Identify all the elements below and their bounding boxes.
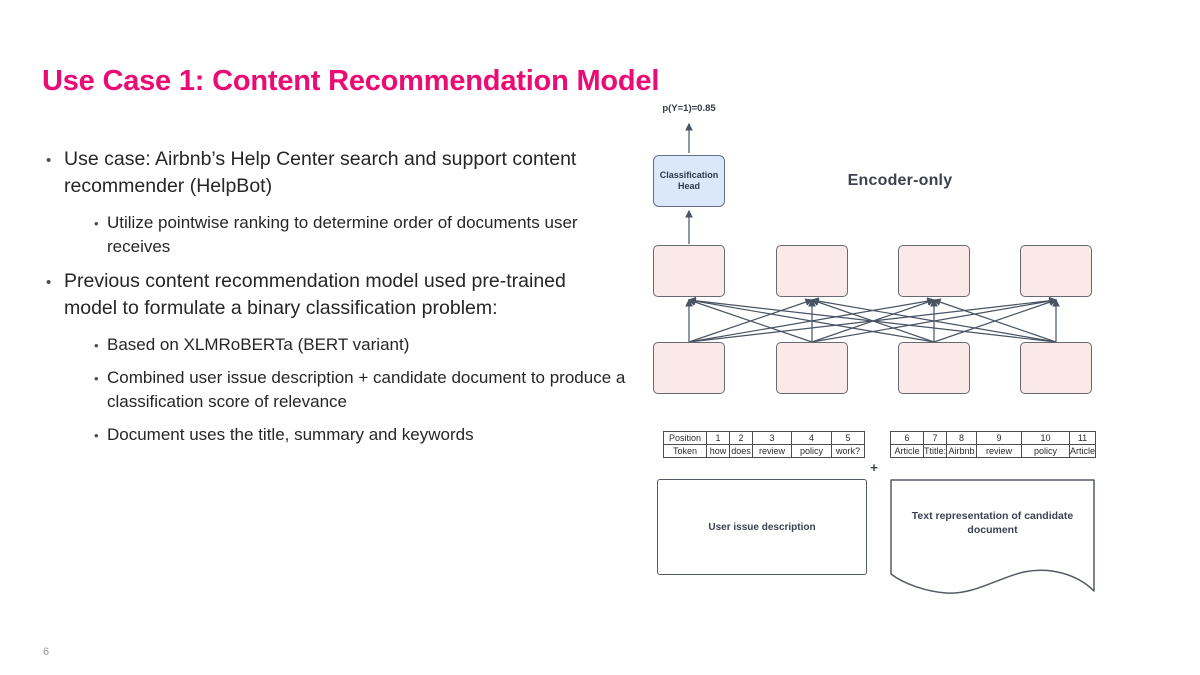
- classification-head-box: Classification Head: [653, 155, 725, 207]
- user-issue-description-box: User issue description: [657, 479, 867, 575]
- table-cell: Article: [890, 444, 924, 458]
- encoder-input-box-1: [653, 342, 725, 394]
- table-cell: 2: [729, 431, 753, 445]
- table-cell: how: [706, 444, 730, 458]
- bullet-list: Use case: Airbnb’s Help Center search an…: [42, 146, 627, 456]
- candidate-document-label: Text representation of candidate documen…: [911, 510, 1074, 536]
- encoder-output-box-2: [776, 245, 848, 297]
- table-cell: 6: [890, 431, 924, 445]
- table-row: 6 7 8 9 10 11: [890, 431, 1097, 445]
- table-cell: does: [729, 444, 753, 458]
- bullet-combined-description: Combined user issue description + candid…: [90, 366, 627, 414]
- encoder-output-box-4: [1020, 245, 1092, 297]
- candidate-document-shape: Text representation of candidate documen…: [890, 479, 1095, 597]
- table-cell: policy: [1021, 444, 1071, 458]
- table-cell: review: [976, 444, 1023, 458]
- table-cell: Ttitle:: [922, 444, 948, 458]
- table-cell: work?: [831, 444, 865, 458]
- table-cell: Token: [663, 444, 707, 458]
- encoder-input-box-4: [1020, 342, 1092, 394]
- table-cell: 7: [922, 431, 948, 445]
- document-token-table: 6 7 8 9 10 11 Article Ttitle: Airbnb rev…: [890, 431, 1097, 458]
- bullet-document-fields: Document uses the title, summary and key…: [90, 423, 627, 448]
- table-cell: 8: [946, 431, 978, 445]
- table-row: Article Ttitle: Airbnb review policy Art…: [890, 444, 1097, 458]
- page-number: 6: [43, 646, 50, 658]
- encoder-output-box-3: [898, 245, 970, 297]
- encoder-only-label: Encoder-only: [847, 172, 953, 189]
- bullet-previous-model: Previous content recommendation model us…: [42, 268, 609, 322]
- table-cell: 11: [1069, 431, 1097, 445]
- table-cell: 5: [831, 431, 865, 445]
- plus-operator: +: [870, 460, 878, 475]
- table-cell: 4: [791, 431, 832, 445]
- probability-output-label: p(Y=1)=0.85: [662, 103, 716, 114]
- table-cell: 10: [1021, 431, 1071, 445]
- table-row: Position 1 2 3 4 5: [663, 431, 865, 445]
- bullet-use-case: Use case: Airbnb’s Help Center search an…: [42, 146, 609, 200]
- table-cell: 3: [752, 431, 792, 445]
- table-cell: 1: [706, 431, 730, 445]
- encoder-input-box-3: [898, 342, 970, 394]
- bullet-pointwise-ranking: Utilize pointwise ranking to determine o…: [90, 211, 627, 259]
- table-cell: Position: [663, 431, 707, 445]
- table-cell: policy: [791, 444, 832, 458]
- table-cell: 9: [976, 431, 1023, 445]
- table-cell: review: [752, 444, 792, 458]
- query-token-table: Position 1 2 3 4 5 Token how does review…: [663, 431, 865, 458]
- table-cell: Article: [1069, 444, 1097, 458]
- encoder-input-box-2: [776, 342, 848, 394]
- bullet-xlmroberta: Based on XLMRoBERTa (BERT variant): [90, 333, 627, 358]
- page-title: Use Case 1: Content Recommendation Model: [42, 65, 660, 98]
- table-cell: Airbnb: [946, 444, 978, 458]
- table-row: Token how does review policy work?: [663, 444, 865, 458]
- encoder-output-box-1: [653, 245, 725, 297]
- document-outline-graphic: [890, 479, 1095, 594]
